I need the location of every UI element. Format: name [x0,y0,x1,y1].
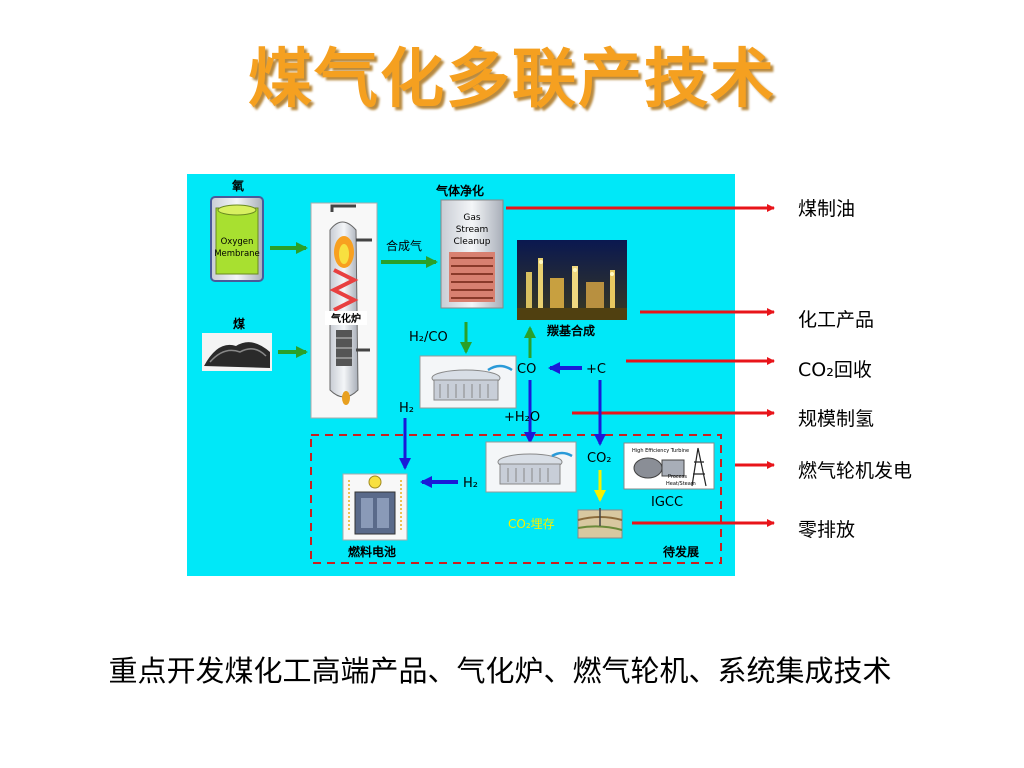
shift-reactor-lower [485,441,577,493]
gas-cleanup-unit: Gas Stream Cleanup [440,199,504,309]
coal-label: 煤 [233,316,245,331]
coal-pile-image [202,333,272,371]
co2-storage-image [577,508,623,539]
bottom-caption: 重点开发煤化工高端产品、气化炉、燃气轮机、系统集成技术 [108,654,892,688]
carbonyl-label: 羰基合成 [546,323,595,338]
membrane-line-2: Membrane [214,249,260,259]
gasifier-unit [310,202,378,419]
fuel-cell-image [342,473,408,541]
co2-label: CO₂ [587,451,612,466]
h2-label-mid: H₂ [463,476,478,491]
slide-title: 煤气化多联产技术 [248,43,776,117]
output-label-oil: 煤制油 [798,198,855,220]
turbine-line-3: Heat/Steam [666,481,696,487]
output-label-co2-recovery: CO₂回收 [798,359,872,381]
cleanup-line-3: Cleanup [454,237,491,247]
co-label: CO [517,362,536,377]
h2co-label: H₂/CO [409,330,448,345]
co2-storage-label: CO₂埋存 [508,517,555,531]
h2-label-left: H₂ [399,401,414,416]
output-label-hydrogen: 规模制氢 [798,408,874,430]
oxygen-membrane-unit: Oxygen Membrane [210,196,264,282]
cleanup-line-1: Gas [463,213,480,223]
membrane-line-1: Oxygen [221,237,254,247]
output-label-power: 燃气轮机发电 [798,460,912,482]
turbine-line-1: High Efficiency Turbine [632,448,689,454]
turbine-line-2: Process [668,474,687,480]
plus-h2o-label: +H₂O [504,410,540,425]
igcc-label: IGCC [651,495,683,510]
output-label-zero-emission: 零排放 [798,519,855,541]
syngas-label: 合成气 [386,238,422,253]
future-zone-border [310,434,722,564]
cleanup-line-2: Stream [456,225,489,235]
shift-reactor-upper [419,355,517,409]
plus-c-label: +C [586,362,606,377]
igcc-turbine-image: High Efficiency Turbine Process Heat/Ste… [623,442,715,490]
gasifier-label: 气化炉 [330,312,361,325]
plant-photo [517,240,627,320]
output-label-chemicals: 化工产品 [798,309,874,331]
fuel-cell-label: 燃料电池 [348,544,396,559]
oxygen-label: 氧 [231,178,244,193]
future-label: 待发展 [663,544,699,559]
cleanup-title: 气体净化 [435,183,484,198]
